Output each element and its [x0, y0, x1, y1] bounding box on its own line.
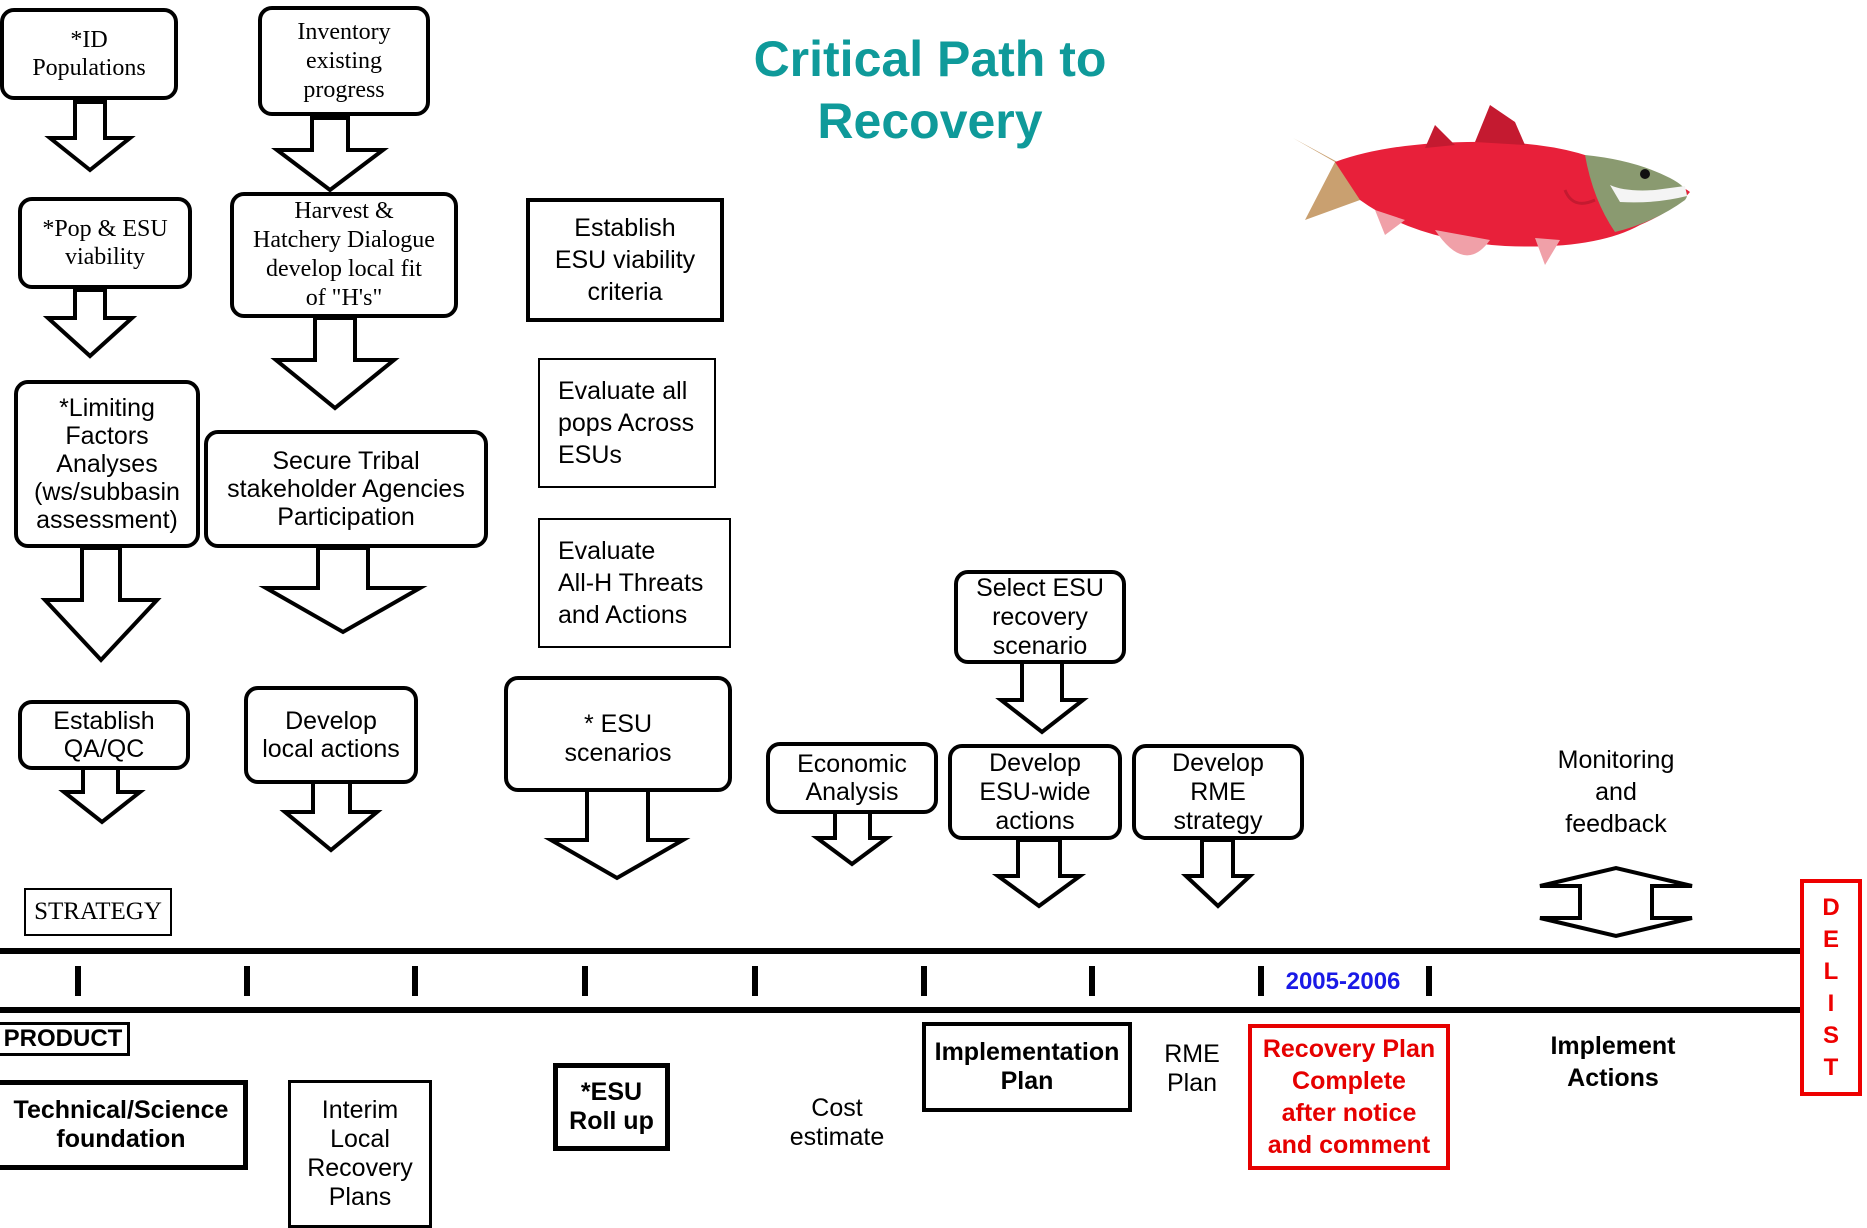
timeline-top-line [0, 948, 1812, 954]
step-inventory-progress: Inventory existing progress [258, 6, 430, 116]
product-implement-actions: Implement Actions [1550, 1032, 1676, 1092]
down-arrow [991, 838, 1087, 909]
timeline-tick [1258, 966, 1264, 996]
step-id-populations: *ID Populations [0, 8, 178, 100]
product-technical-science: Technical/Science foundation [0, 1080, 248, 1170]
down-arrow [271, 116, 389, 193]
product-implementation-plan: Implementation Plan [922, 1022, 1132, 1112]
timeline-tick [1089, 966, 1095, 996]
step-limiting-factors: *Limiting Factors Analyses (ws/subbasin … [14, 380, 200, 548]
timeline-tick [752, 966, 758, 996]
sockeye-salmon-icon [1293, 105, 1690, 265]
timeline-tick [1426, 966, 1432, 996]
product-interim-local-plans: Interim Local Recovery Plans [288, 1080, 432, 1228]
delist-box: D E L I S T [1800, 879, 1862, 1096]
step-establish-qaqc: Establish QA/QC [18, 700, 190, 770]
delist-letter: L [1823, 957, 1839, 985]
down-arrow [258, 546, 428, 635]
delist-letter: S [1822, 1021, 1839, 1049]
timeline-tick [412, 966, 418, 996]
page-title: Critical Path to Recovery [753, 31, 1107, 149]
timeline-bottom-line [0, 1007, 1812, 1013]
step-monitoring-feedback: Monitoring and feedback [1557, 746, 1675, 838]
down-arrow [279, 776, 383, 853]
feedback-double-arrow-shape [1539, 865, 1693, 939]
down-arrow [543, 788, 691, 881]
down-arrow [40, 546, 162, 663]
down-arrow [44, 100, 136, 173]
strategy-label: STRATEGY [24, 888, 172, 936]
step-esu-scenarios: * ESU scenarios [504, 676, 732, 792]
delist-letter: D [1822, 893, 1840, 921]
delist-letter: E [1822, 925, 1839, 953]
product-esu-rollup: *ESU Roll up [553, 1063, 670, 1151]
step-evaluate-pops: Evaluate all pops Across ESUs [538, 358, 716, 488]
step-secure-tribal-participation: Secure Tribal stakeholder Agencies Parti… [204, 430, 488, 548]
step-develop-rme-strategy: Develop RME strategy [1132, 744, 1304, 840]
timeline-tick [921, 966, 927, 996]
delist-letter: I [1827, 989, 1835, 1017]
step-pop-esu-viability: *Pop & ESU viability [18, 197, 192, 289]
product-cost-estimate: Cost estimate [789, 1094, 885, 1151]
step-economic-analysis: Economic Analysis [766, 742, 938, 814]
product-rme-plan: RME Plan [1164, 1040, 1220, 1097]
step-select-esu-scenario: Select ESU recovery scenario [954, 570, 1126, 664]
product-label: PRODUCT [0, 1022, 130, 1056]
down-arrow [810, 808, 894, 867]
timeline-tick [75, 966, 81, 996]
step-evaluate-threats: Evaluate All-H Threats and Actions [538, 518, 731, 648]
down-arrow [995, 658, 1089, 735]
product-recovery-plan-complete: Recovery Plan Complete after notice and … [1248, 1024, 1450, 1170]
down-arrow [1180, 838, 1256, 909]
timeline-tick [582, 966, 588, 996]
step-develop-esu-wide-actions: Develop ESU-wide actions [948, 744, 1122, 840]
down-arrow [42, 288, 138, 359]
timeline-tick [244, 966, 250, 996]
step-establish-esu-criteria: Establish ESU viability criteria [526, 198, 724, 322]
delist-letter: T [1823, 1053, 1839, 1081]
timeline-date: 2005-2006 [1285, 968, 1401, 995]
down-arrow [270, 316, 400, 411]
step-harvest-hatchery-dialogue: Harvest & Hatchery Dialogue develop loca… [230, 192, 458, 318]
step-develop-local-actions: Develop local actions [244, 686, 418, 784]
